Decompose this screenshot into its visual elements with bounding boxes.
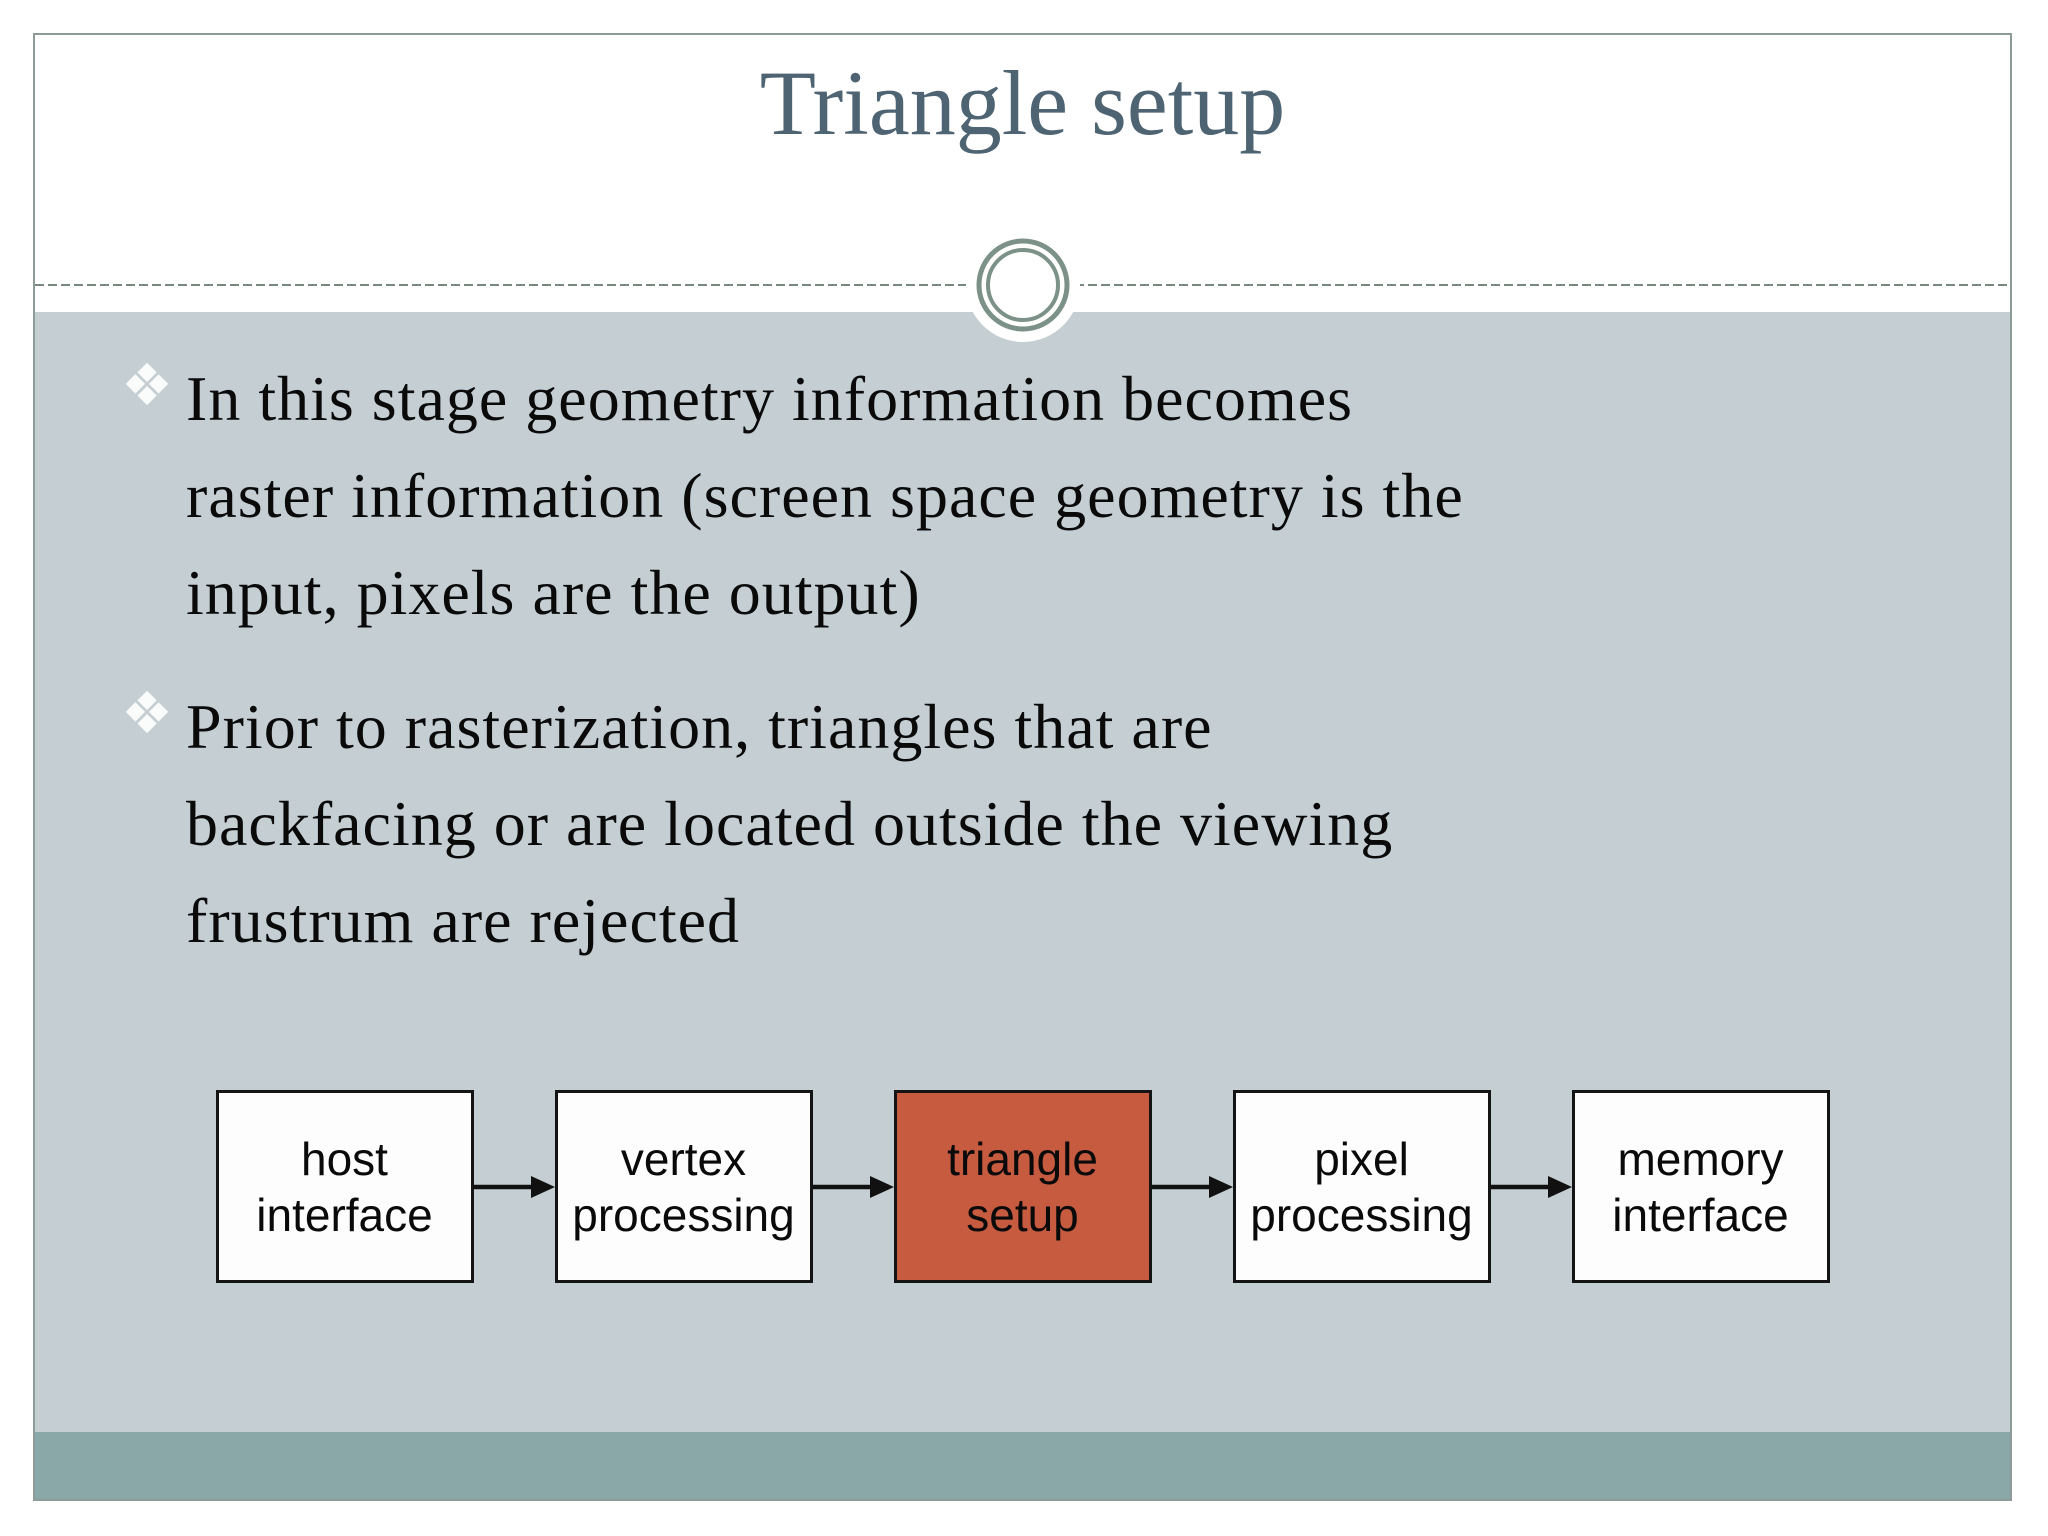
pipeline-box-host-interface: host interface (215, 1090, 474, 1283)
content-area: ❖ In this stage geometry information bec… (35, 312, 2010, 1432)
circle-ornament-svg (966, 228, 1080, 342)
circle-ornament-icon (958, 220, 1088, 350)
diamond-bullet-icon: ❖ (121, 679, 173, 747)
pipeline-box-pixel-processing: pixel processing (1232, 1090, 1491, 1283)
flow-arrow-icon (812, 1175, 894, 1198)
flow-arrow-icon (1151, 1175, 1233, 1198)
bullet-text-1: In this stage geometry information becom… (186, 363, 1464, 628)
bullet-item-2: ❖ Prior to rasterization, triangles that… (121, 678, 1930, 969)
pipeline-box-triangle-setup: triangle setup (893, 1090, 1152, 1283)
diamond-bullet-icon: ❖ (121, 351, 173, 419)
bullet-text-2: Prior to rasterization, triangles that a… (186, 691, 1394, 956)
bullet-item-1: ❖ In this stage geometry information bec… (121, 350, 1930, 641)
pipeline-box-vertex-processing: vertex processing (554, 1090, 813, 1283)
pipeline-box-memory-interface: memory interface (1571, 1090, 1830, 1283)
footer-bar (35, 1432, 2010, 1499)
flow-arrow-icon (1490, 1175, 1572, 1198)
bullet-list: ❖ In this stage geometry information bec… (121, 350, 1930, 1006)
slide: Triangle setup ❖ In this stage geometry … (33, 33, 2012, 1501)
pipeline-diagram: host interface vertex processing triangl… (35, 1090, 2010, 1283)
flow-arrow-icon (473, 1175, 555, 1198)
slide-title: Triangle setup (759, 52, 1286, 154)
